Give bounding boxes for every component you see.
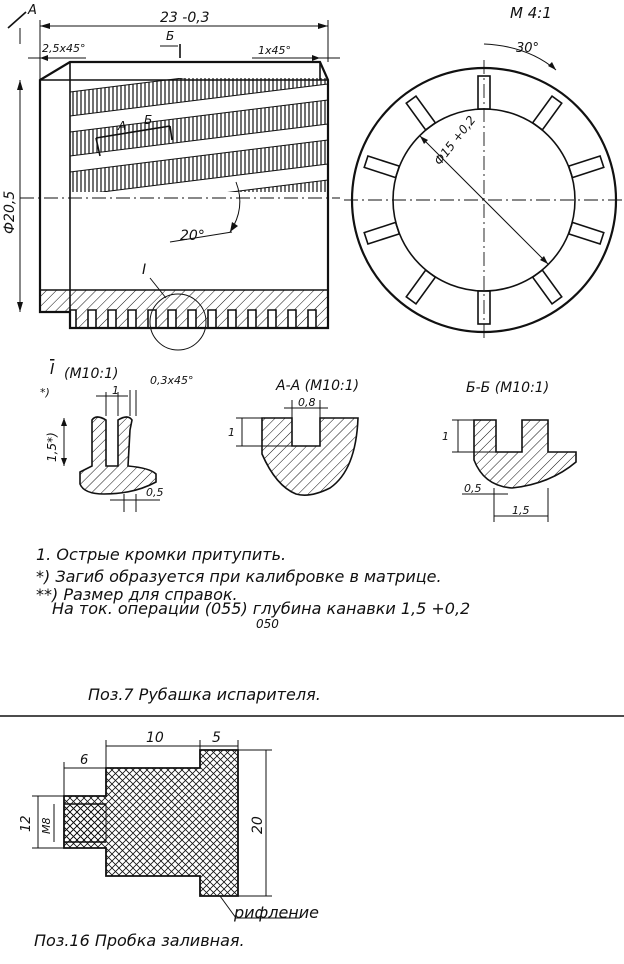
note-3: **) Размер для справок.	[36, 585, 238, 604]
svg-text:23 -0,3: 23 -0,3	[160, 10, 210, 26]
dim-diameter: Ф20,5	[2, 80, 23, 312]
section-aa: А-А (М10:1) 0,8 1	[228, 378, 359, 496]
detail-one: I (М10:1) *) 0,3х45° 1 1,5*) 0,5	[40, 360, 194, 512]
side-view: I	[20, 60, 340, 351]
dim-pitch-angle: 30°	[516, 41, 539, 56]
svg-text:0,8: 0,8	[298, 396, 316, 409]
svg-text:1,5*): 1,5*)	[45, 432, 59, 462]
svg-text:*): *)	[40, 386, 50, 399]
svg-text:0,3х45°: 0,3х45°	[150, 374, 194, 387]
section-b-mark: Б	[160, 29, 181, 58]
note-1: 1. Острые кромки притупить.	[36, 545, 286, 564]
note-4: На ток. операции (055) глубина канавки 1…	[52, 599, 470, 618]
svg-text:Ф20,5: Ф20,5	[2, 191, 18, 234]
svg-text:Б-Б (М10:1): Б-Б (М10:1)	[466, 380, 549, 396]
section-bb: Б-Б (М10:1) 1 1,5 0,5	[442, 380, 577, 522]
svg-text:1: 1	[228, 426, 235, 439]
svg-text:6: 6	[80, 753, 88, 768]
svg-text:10: 10	[146, 730, 164, 746]
detail-circle	[149, 293, 207, 351]
svg-text:2,5х45°: 2,5х45°	[42, 42, 86, 55]
svg-text:5: 5	[212, 730, 221, 746]
bottom-hatch	[39, 289, 329, 329]
svg-text:20: 20	[250, 816, 266, 834]
dim-chamfer-left: 2,5х45°	[28, 42, 86, 61]
dim-helix-angle: 20°	[169, 181, 241, 244]
dim-chamfer-right: 1х45°	[252, 44, 340, 61]
dim-length: 23 -0,3	[39, 10, 329, 80]
note-sub: 050	[256, 617, 279, 631]
svg-text:А: А	[117, 119, 126, 133]
notes-block: 1. Острые кромки притупить. *) Загиб обр…	[36, 545, 470, 631]
helical-grooves	[70, 78, 328, 192]
svg-text:Б: Б	[144, 113, 152, 127]
svg-text:1х45°: 1х45°	[258, 44, 291, 57]
radial-slots	[363, 75, 605, 325]
title-pos7: Поз.7 Рубашка испарителя.	[88, 685, 321, 704]
svg-text:0,5: 0,5	[146, 486, 164, 499]
svg-text:1: 1	[112, 384, 119, 397]
svg-text:I: I	[50, 360, 55, 378]
svg-text:20°: 20°	[180, 228, 205, 244]
knurl-label: рифление	[233, 903, 319, 922]
svg-text:Б: Б	[166, 29, 174, 43]
svg-text:1: 1	[442, 430, 449, 443]
svg-text:А-А (М10:1): А-А (М10:1)	[275, 378, 359, 394]
inner-section-marks: А Б	[95, 113, 173, 157]
svg-text:0,5: 0,5	[464, 482, 482, 495]
svg-text:М8: М8	[40, 818, 53, 835]
note-2: *) Загиб образуется при калибровке в мат…	[36, 567, 442, 586]
svg-text:А: А	[27, 3, 37, 18]
title-pos16: Поз.16 Пробка заливная.	[34, 931, 245, 950]
svg-text:12: 12	[19, 815, 34, 832]
end-view: Ф15 +0,2 30°	[344, 41, 624, 340]
svg-text:1,5: 1,5	[512, 504, 530, 517]
section-a-mark: А	[7, 3, 37, 44]
svg-text:(М10:1): (М10:1)	[64, 366, 118, 382]
scale-label: М 4:1	[510, 4, 552, 22]
detail-mark: I	[142, 262, 146, 278]
part-16: 10 5 6 12 М8 20 рифление	[19, 730, 319, 922]
